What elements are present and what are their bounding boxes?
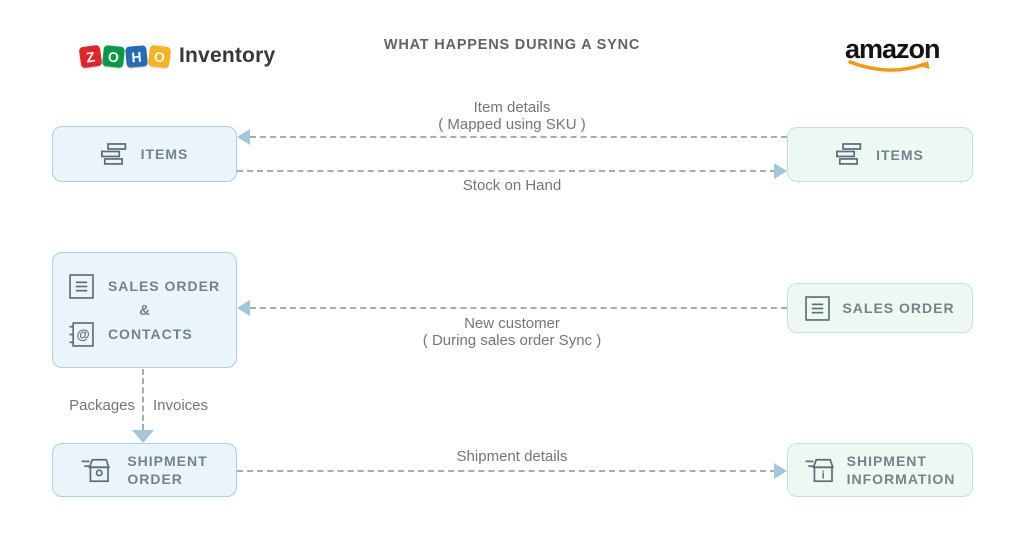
amazon-shipment-info-node: i SHIPMENT INFORMATION [787,443,973,497]
ampersand-label: & [139,301,150,319]
zoho-shipment-order-label: SHIPMENT ORDER [127,453,208,487]
stock-on-hand-arrow-line [237,170,776,172]
amazon-wordmark: amazon [845,34,941,64]
items-icon [100,142,126,165]
amazon-sales-order-node: SALES ORDER [787,283,973,333]
amazon-shipment-info-label: SHIPMENT INFORMATION [846,453,956,487]
packages-label: Packages [69,397,135,414]
zoho-tile-o1: O [101,44,126,68]
shipment-package-icon [81,458,111,482]
svg-text:@: @ [76,327,89,342]
new-customer-label: New customer ( During sales order Sync ) [422,315,602,349]
zoho-sales-contacts-node: SALES ORDER & @ CONTACTS [52,252,237,368]
zoho-shipment-order-node: SHIPMENT ORDER [52,443,237,497]
new-customer-arrow-line [250,307,787,309]
amazon-items-node: ITEMS [787,127,973,182]
invoices-label: Invoices [153,397,209,414]
sales-order-icon [69,273,94,299]
amazon-items-label: ITEMS [876,146,924,163]
contacts-icon: @ [69,321,94,347]
packages-invoices-arrowhead-icon [132,430,154,443]
amazon-sales-order-label: SALES ORDER [842,300,955,316]
zoho-product-name: Inventory [179,44,276,67]
zoho-tile-h: H [125,44,148,68]
svg-text:i: i [821,469,824,481]
zoho-sales-order-label: SALES ORDER [107,278,221,294]
amazon-logo: amazon [845,36,945,76]
zoho-tile-z: Z [78,44,103,68]
zoho-items-label: ITEMS [140,146,189,162]
stock-on-hand-arrowhead-icon [774,163,787,179]
shipment-info-package-icon: i [805,458,834,482]
item-details-arrowhead-icon [237,129,250,145]
packages-invoices-arrow-line [142,369,144,430]
shipment-details-label: Shipment details [456,448,568,465]
sales-order-icon [805,295,831,321]
zoho-inventory-logo: Z O H O Inventory [78,44,276,68]
zoho-contacts-label: CONTACTS [107,326,193,342]
item-details-label: Item details ( Mapped using SKU ) [438,99,586,133]
new-customer-arrowhead-icon [237,300,250,316]
item-details-arrow-line [250,136,787,138]
items-icon [836,143,862,165]
amazon-smile-icon [848,60,930,72]
shipment-details-arrowhead-icon [774,463,787,479]
zoho-items-node: ITEMS [52,126,237,182]
zoho-tile-o2: O [147,44,172,68]
shipment-details-arrow-line [237,470,776,472]
diagram-title: WHAT HAPPENS DURING A SYNC [383,37,641,53]
stock-on-hand-label: Stock on Hand [462,177,562,194]
